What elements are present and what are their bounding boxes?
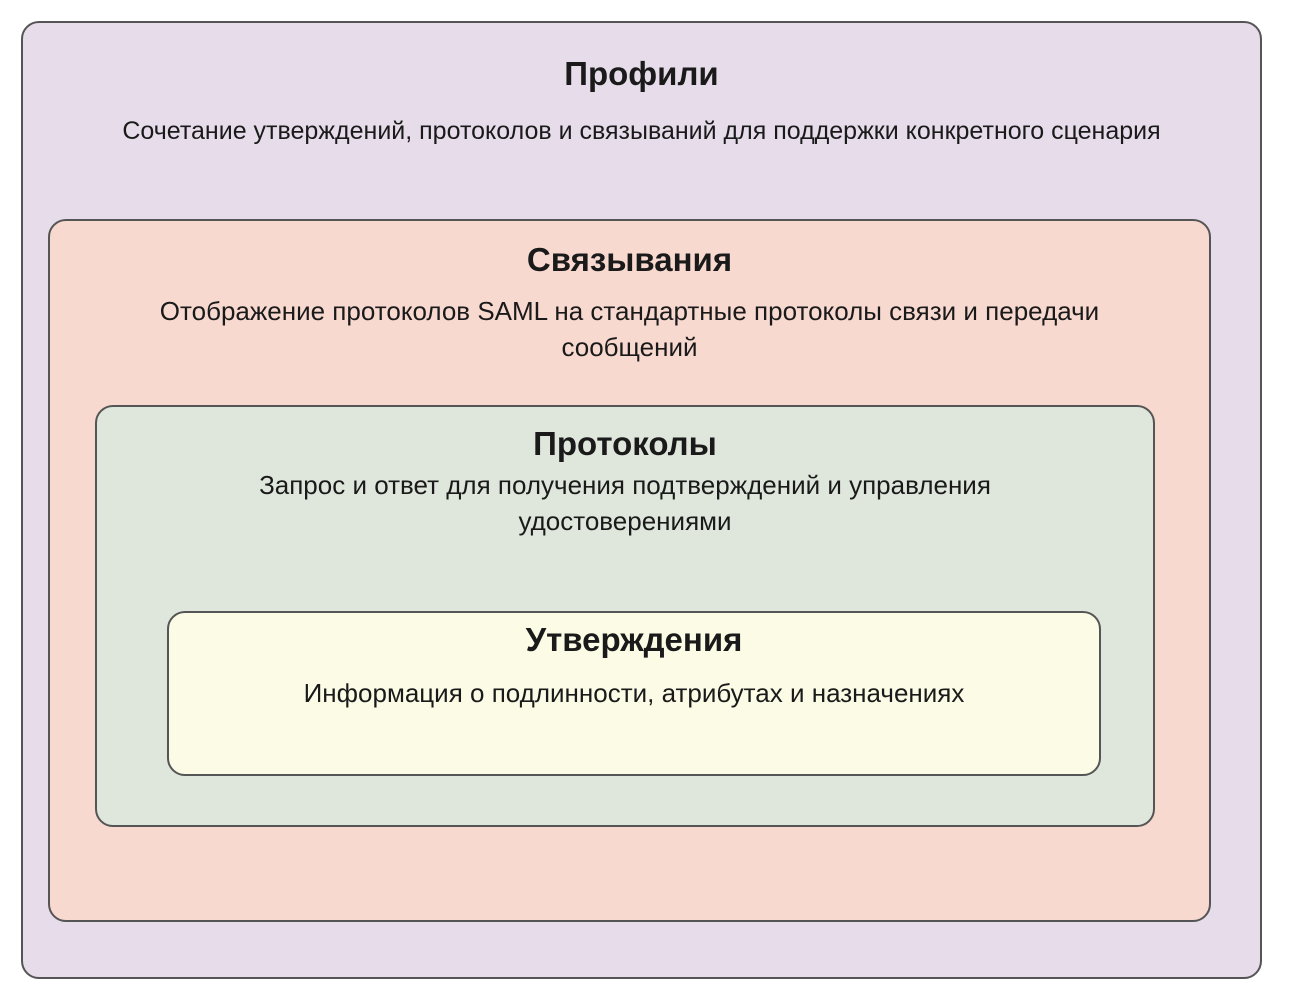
assertions-layer: Утверждения Информация о подлинности, ат… — [167, 611, 1101, 776]
bindings-description: Отображение протоколов SAML на стандартн… — [159, 296, 1100, 362]
assertions-description: Информация о подлинности, атрибутах и на… — [303, 678, 965, 708]
profiles-description: Сочетание утверждений, протоколов и связ… — [122, 117, 1161, 145]
protocols-description: Запрос и ответ для получения подтвержден… — [259, 470, 991, 536]
profiles-title: Профили — [564, 55, 719, 92]
assertions-title: Утверждения — [525, 621, 743, 658]
bindings-title: Связывания — [526, 241, 733, 278]
protocols-title: Протоколы — [533, 425, 717, 462]
